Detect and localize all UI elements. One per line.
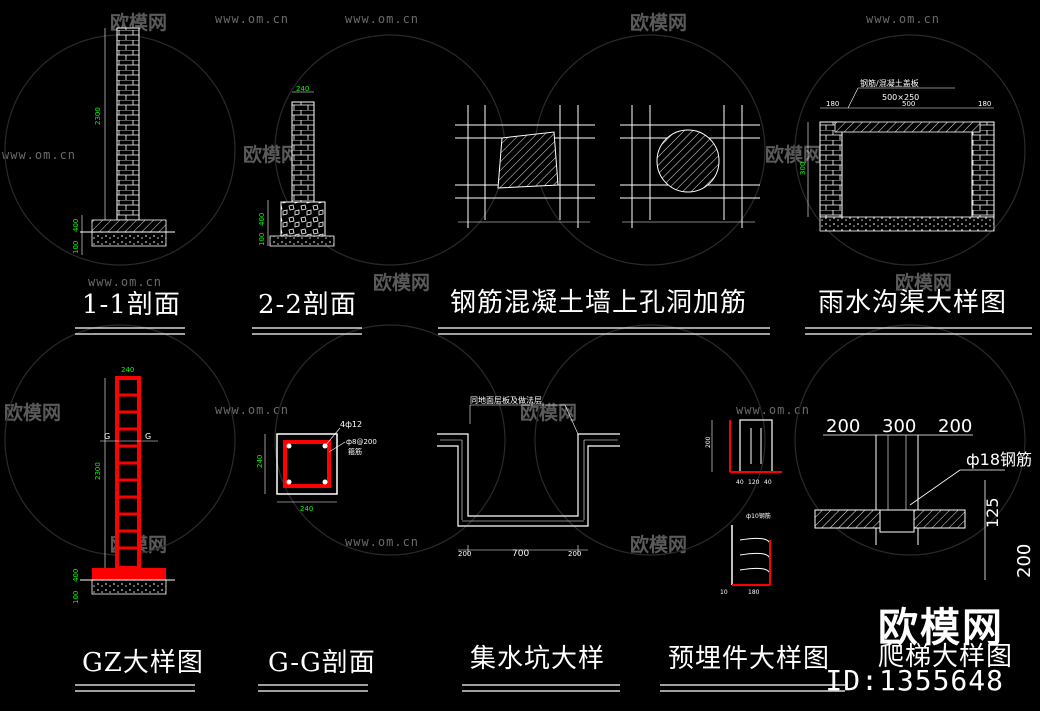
watermark-brand: 欧模网 [630,534,688,556]
title-gz-detail: GZ大样图 [82,648,204,678]
watermark-site: www.om.cn [215,403,290,417]
title-gg-section: G-G剖面 [268,648,376,678]
watermark-site: www.om.cn [736,403,811,417]
dim-text: 240 [121,366,134,374]
section-2-2-drawing: 240 400 100 [258,85,335,247]
dim-text: 200 [458,550,471,558]
dim-text: 180 [826,100,839,108]
watermark-brand: 欧模网 [243,144,301,166]
watermark-brand: 欧模网 [4,402,62,424]
dim-text: 400 [72,219,80,232]
title-ladder: 爬梯大样图 [878,642,1014,672]
title-section-2-2: 2-2剖面 [258,290,357,320]
dim-text: 40 [736,479,744,486]
dim-text: 100 [258,233,266,246]
watermark-site: www.om.cn [88,275,163,289]
watermark-brand: 欧模网 [895,272,953,294]
dim-text: 2300 [94,107,102,125]
watermark-site: www.om.cn [2,148,77,162]
rebar-note: ф8@200 [346,438,377,446]
sump-note: 同地面层板及做法层 [470,395,542,405]
title-underlines [75,327,1032,335]
dim-text: 40 [764,479,772,486]
rebar-note: 箍筋 [348,447,362,456]
dim-text: 200 [705,436,712,448]
watermark-site: www.om.cn [345,12,420,26]
drain-note: 钢筋/混凝土盖板 [860,78,919,88]
title-hole-reinforcement: 钢筋混凝土墙上孔洞加筋 [450,288,748,318]
dim-text: 400 [258,213,266,226]
watermark-brand: 欧模网 [373,272,431,294]
dim-text: 200 [826,416,860,437]
dim-text: 240 [256,455,264,468]
dim-text: 240 [296,85,309,93]
section-mark: G [104,432,110,441]
title-underlines [75,684,845,692]
gz-detail-drawing: 240 2300 G G 400 100 [72,366,175,604]
watermark-brand: 欧模网 [520,402,578,424]
watermark-site: www.om.cn [215,12,290,26]
watermark-site: www.om.cn [345,535,420,549]
title-sump-pit: 集水坑大样 [470,644,606,674]
dim-text: 100 [72,591,80,604]
dim-text: 300 [799,162,807,175]
dim-text: 500 [902,100,915,108]
dim-text: 120 [748,479,760,486]
dim-text: 300 [882,416,916,437]
dim-text: 200 [1014,544,1035,578]
title-rain-drain: 雨水沟渠大样图 [818,288,1008,318]
gg-section-drawing: 4ф12 ф8@200 箍筋 240 240 [256,420,377,513]
dim-text: 200 [568,550,581,558]
rebar-note: 4ф12 [340,420,362,429]
dim-text: 400 [72,569,80,582]
dim-text: 200 [938,416,972,437]
dim-text: 10 [720,589,728,596]
rebar-note: ф18钢筋 [966,450,1032,469]
title-section-1-1: 1-1剖面 [82,290,181,320]
rain-drain-drawing: 钢筋/混凝土盖板 500×250 180 500 180 300 [799,78,995,232]
dim-text: 240 [300,505,313,513]
title-embedded-part: 预埋件大样图 [668,644,831,674]
embedded-part-drawing: 200 40 120 40 ф10钢筋 180 10 [705,419,782,596]
dim-text: 100 [72,241,80,254]
section-mark: G [145,432,151,441]
hole-reinforcement-drawing [455,105,760,228]
rebar-note: ф10钢筋 [746,512,771,520]
watermark-site: www.om.cn [866,12,941,26]
dim-text: 2300 [94,462,102,480]
dim-text: 180 [978,100,991,108]
drain-note: 500×250 [882,93,919,102]
brand-logo: 欧模网 [878,605,1004,651]
watermark-brand: 欧模网 [630,12,688,34]
dim-text: 180 [748,589,760,596]
ladder-detail-drawing [814,434,1005,580]
dim-text: 125 [983,497,1002,528]
brand-id: ID:1355648 [825,664,1004,697]
dim-text: 700 [512,549,529,559]
section-1-1-drawing: 2300 400 100 [72,27,175,255]
sump-pit-drawing [437,404,620,555]
